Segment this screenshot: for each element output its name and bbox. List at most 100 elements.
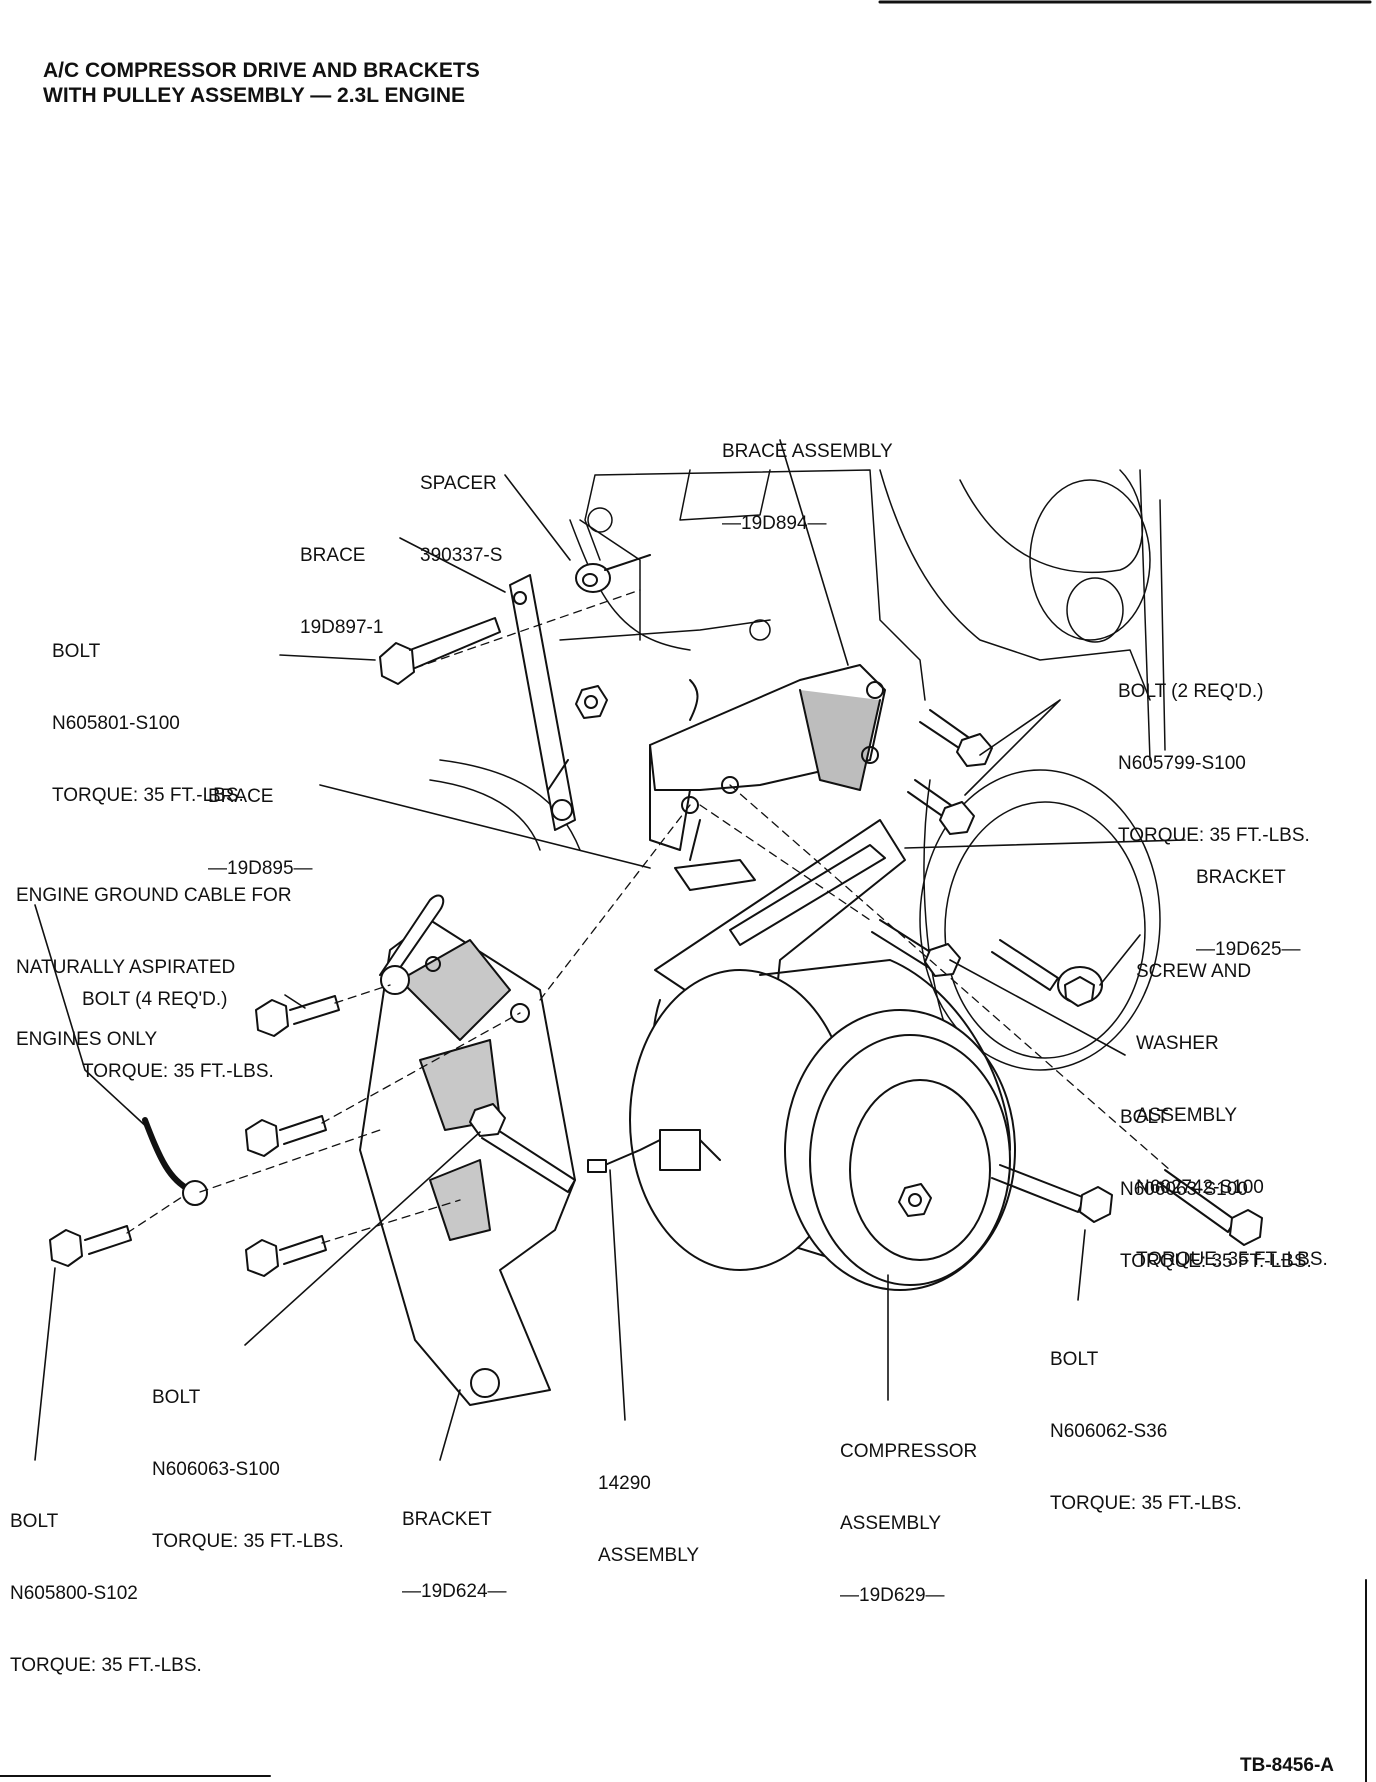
brace-19d895-part [674,819,756,891]
leader-lines [34,439,1186,1461]
label-line: —19D895— [208,858,313,879]
label-line: —19D624— [402,1581,507,1602]
leader-14290 [609,1169,626,1421]
label-line: BRACE ASSEMBLY [722,441,893,462]
leader-brace-19d895 [319,784,651,869]
leader-bolt-n605800 [34,1267,56,1461]
alignment-lines [126,589,1171,1244]
label-line: N605800-S102 [10,1583,138,1604]
label-line: BRACKET [402,1509,492,1530]
label-ground-cable: ENGINE GROUND CABLE FOR NATURALLY ASPIRA… [16,836,292,1076]
diagram-title: A/C COMPRESSOR DRIVE AND BRACKETS WITH P… [43,58,480,108]
label-bolt-n605801: BOLT N605801-S100 TORQUE: 35 FT.-LBS. [52,592,244,832]
label-line: COMPRESSOR [840,1441,978,1462]
label-line: TORQUE: 35 FT.-LBS. [1118,825,1310,846]
label-line: N605801-S100 [52,713,180,734]
label-bolt-n606063-left: BOLT N606063-S100 TORQUE: 35 FT.-LBS. [152,1338,344,1578]
label-line: TORQUE: 35 FT.-LBS. [1120,1251,1312,1272]
label-bracket-19d624: BRACKET —19D624— [402,1460,507,1628]
label-line: TORQUE: 35 FT.-LBS. [152,1531,344,1552]
block-bolt-boss-2 [749,619,771,641]
title-line-2: WITH PULLEY ASSEMBLY — 2.3L ENGINE [43,84,466,107]
label-bolt-n605799: BOLT (2 REQ'D.) N605799-S100 TORQUE: 35 … [1118,632,1310,872]
label-brace-assembly: BRACE ASSEMBLY —19D894— [722,392,893,560]
leader-bolt-n605801 [279,654,376,661]
leader-bolt-4req [284,994,306,1009]
leader-bolt-n605799 [964,699,1061,796]
label-compressor: COMPRESSOR ASSEMBLY —19D629— [840,1392,977,1632]
leader-brace-assembly [779,439,849,666]
ground-cable-part [142,894,445,1206]
leader-bracket-19d624 [439,1389,461,1461]
bolt-n605799-b [907,779,975,835]
crank-pulley [919,769,1161,1071]
label-line: N606062-S36 [1050,1421,1168,1442]
label-line: WASHER [1136,1033,1219,1054]
bolt-4req-3 [245,1235,327,1277]
label-line: 390337-S [420,545,503,566]
label-line: —19D629— [840,1585,945,1606]
label-line: TORQUE: 35 FT.-LBS. [1050,1493,1242,1514]
crank-pulley-inner [944,801,1146,1059]
label-bolt-n606062: BOLT N606062-S36 TORQUE: 35 FT.-LBS. [1050,1300,1242,1540]
label-line: BOLT [1050,1349,1099,1370]
label-line: 19D897-1 [300,617,384,638]
label-line: SPACER [420,473,497,494]
label-line: 14290 [598,1473,651,1494]
bracket-19d624-part [359,919,576,1406]
label-line: ASSEMBLY [840,1513,942,1534]
bolt-n606063-left [469,1103,576,1193]
label-line: N605799-S100 [1118,753,1246,774]
label-line: BOLT [1120,1107,1169,1128]
leader-bolt-n606063-right [949,959,1126,1056]
label-line: ENGINES ONLY [16,1029,158,1050]
label-line: BOLT (4 REQ'D.) [82,989,228,1010]
leader-spacer [504,474,571,561]
leader-bolt-n606063-left [244,1131,481,1346]
bolt-4req-2 [245,1115,327,1157]
label-line: —19D894— [722,513,827,534]
label-line: ASSEMBLY [1136,1105,1238,1126]
label-line: —19D625— [1196,939,1301,960]
engine-block [429,469,1166,1071]
label-line: SCREW AND [1136,961,1252,982]
spacer-part [575,554,651,593]
bolt-n605801 [379,617,501,685]
label-line: TORQUE: 35 FT.-LBS. [52,785,244,806]
figure-code: TB-8456-A [1240,1755,1334,1776]
upper-pulley-hub [1066,577,1124,643]
compressor-part [629,959,1016,1291]
label-line: TORQUE: 35 FT.-LBS. [82,1061,274,1082]
label-bolt-4req: BOLT (4 REQ'D.) TORQUE: 35 FT.-LBS. [82,940,274,1108]
leader-screw-washer [1099,934,1141,986]
block-bolt-boss-1 [587,507,613,533]
label-bolt-n606063-right: BOLT N606063-S100 TORQUE: 35 FT.-LBS. [1120,1058,1312,1298]
label-line: NATURALLY ASPIRATED [16,957,236,978]
label-line: TORQUE: 35 FT.-LBS. [1136,1249,1328,1270]
bolt-n606063-right [871,919,961,977]
leader-bracket-19d625 [904,839,1186,849]
label-spacer: SPACER 390337-S [420,424,502,592]
label-line: ENGINE GROUND CABLE FOR [16,885,292,906]
label-line: BRACE [300,545,366,566]
label-bracket-19d625: BRACKET —19D625— [1196,818,1301,986]
leader-brace-19d897 [399,537,506,593]
label-brace-19d897: BRACE 19D897-1 [300,496,383,664]
bolt-lower-right [1157,1169,1263,1246]
label-line: N606063-S100 [1120,1179,1248,1200]
upper-pulley-boss [1029,479,1151,641]
leader-ground-cable [34,904,151,1131]
label-line: BOLT (2 REQ'D.) [1118,681,1264,702]
label-line: BRACE [208,786,274,807]
brace-19d897-part [509,574,576,831]
label-bolt-n605800: BOLT N605800-S102 TORQUE: 35 FT.-LBS. [10,1462,202,1702]
label-line: ASSEMBLY [598,1545,700,1566]
bolt-n605800 [49,1225,132,1267]
label-line: BRACKET [1196,867,1286,888]
label-line: TORQUE: 35 FT.-LBS. [10,1655,202,1676]
label-line: BOLT [152,1387,201,1408]
label-brace-19d895: BRACE —19D895— [208,737,313,905]
label-line: BOLT [10,1511,59,1532]
label-14290-assembly: 14290 ASSEMBLY [598,1424,699,1592]
